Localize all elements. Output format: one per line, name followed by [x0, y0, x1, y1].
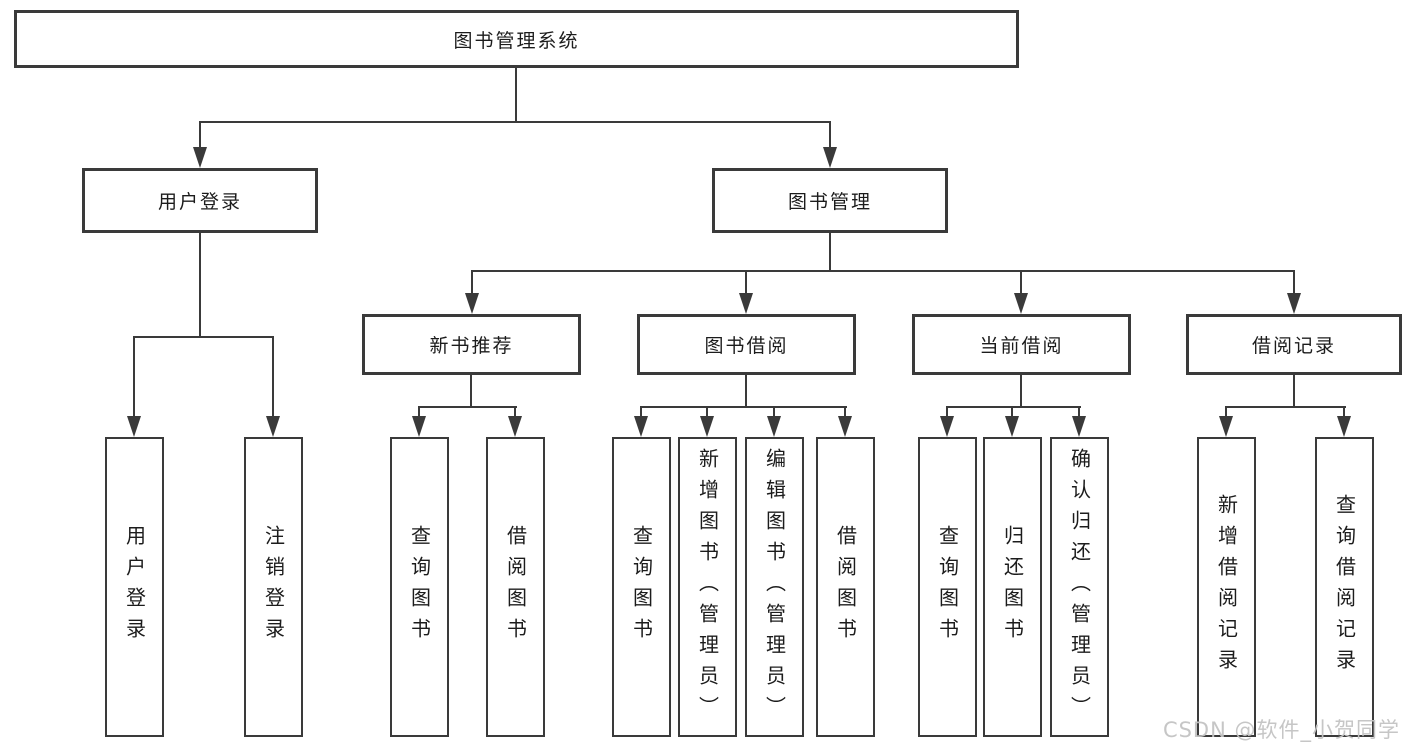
- arrowhead-down-icon: [412, 416, 426, 437]
- arrowhead-down-icon: [1014, 293, 1028, 314]
- connector-rail-new-books: [419, 406, 517, 408]
- leaf-nb-borrow-books-label: 借阅图书: [503, 525, 528, 649]
- arrowhead-down-icon: [266, 416, 280, 437]
- connector-rail-current-borrow: [946, 406, 1081, 408]
- connector-drop-leaf: [418, 406, 420, 418]
- arrowhead-down-icon: [1219, 416, 1233, 437]
- arrowhead-down-icon: [940, 416, 954, 437]
- arrowhead-down-icon: [1287, 293, 1301, 314]
- arrowhead-down-icon: [1337, 416, 1351, 437]
- leaf-bb-query-books-label: 查询图书: [629, 525, 654, 649]
- arrowhead-down-icon: [127, 416, 141, 437]
- leaf-br-query-record: 查询借阅记录: [1315, 437, 1374, 737]
- connector-rail-borrow-records: [1226, 406, 1346, 408]
- node-borrow-records: 借阅记录: [1186, 314, 1402, 375]
- leaf-user-login-label: 用户登录: [122, 525, 147, 649]
- node-root-library-system: 图书管理系统: [14, 10, 1019, 68]
- connector-borrow-records-stem: [1293, 375, 1295, 408]
- connector-root-stem: [515, 66, 517, 123]
- connector-drop-current-borrow: [1020, 270, 1022, 295]
- connector-drop-leaf: [773, 406, 775, 418]
- connector-drop-leaf: [514, 406, 516, 418]
- connector-drop-user-login: [199, 121, 201, 149]
- leaf-bb-borrow-books: 借阅图书: [816, 437, 875, 737]
- node-book-management: 图书管理: [712, 168, 948, 233]
- connector-rail-level2: [199, 121, 831, 123]
- connector-drop-leaf: [1343, 406, 1345, 418]
- connector-user-login-stem: [199, 233, 201, 338]
- connector-drop-leaf: [272, 336, 274, 416]
- connector-drop-leaf: [946, 406, 948, 418]
- leaf-cb-confirm-return-admin: 确认归还（管理员）: [1050, 437, 1109, 737]
- connector-rail-level3: [471, 270, 1295, 272]
- connector-drop-book-borrow: [745, 270, 747, 295]
- csdn-watermark: CSDN @软件_小贺同学: [1162, 718, 1400, 742]
- connector-rail-user-login: [134, 336, 274, 338]
- arrowhead-down-icon: [508, 416, 522, 437]
- leaf-bb-add-books-admin-label: 新增图书（管理员）: [695, 447, 720, 727]
- leaf-logout-label: 注销登录: [261, 525, 286, 649]
- connector-drop-leaf: [844, 406, 846, 418]
- connector-drop-borrow-records: [1293, 270, 1295, 295]
- leaf-bb-borrow-books-label: 借阅图书: [833, 525, 858, 649]
- arrowhead-down-icon: [838, 416, 852, 437]
- leaf-cb-return-books-label: 归还图书: [1000, 525, 1025, 649]
- connector-drop-leaf: [1011, 406, 1013, 418]
- leaf-nb-borrow-books: 借阅图书: [486, 437, 545, 737]
- arrowhead-down-icon: [700, 416, 714, 437]
- leaf-bb-query-books: 查询图书: [612, 437, 671, 737]
- arrowhead-down-icon: [465, 293, 479, 314]
- node-new-book-recommend: 新书推荐: [362, 314, 581, 375]
- leaf-nb-query-books-label: 查询图书: [407, 525, 432, 649]
- leaf-nb-query-books: 查询图书: [390, 437, 449, 737]
- leaf-br-add-record: 新增借阅记录: [1197, 437, 1256, 737]
- connector-drop-new-books: [471, 270, 473, 295]
- arrowhead-down-icon: [1005, 416, 1019, 437]
- connector-drop-leaf: [1078, 406, 1080, 418]
- arrowhead-down-icon: [823, 147, 837, 168]
- arrowhead-down-icon: [767, 416, 781, 437]
- leaf-cb-return-books: 归还图书: [983, 437, 1042, 737]
- node-book-borrowing: 图书借阅: [637, 314, 856, 375]
- leaf-cb-confirm-return-admin-label: 确认归还（管理员）: [1067, 447, 1092, 727]
- leaf-cb-query-books-label: 查询图书: [935, 525, 960, 649]
- node-current-borrowing: 当前借阅: [912, 314, 1131, 375]
- node-user-login: 用户登录: [82, 168, 318, 233]
- leaf-cb-query-books: 查询图书: [918, 437, 977, 737]
- connector-drop-leaf: [640, 406, 642, 418]
- leaf-bb-edit-books-admin-label: 编辑图书（管理员）: [762, 447, 787, 727]
- arrowhead-down-icon: [193, 147, 207, 168]
- leaf-br-add-record-label: 新增借阅记录: [1214, 494, 1239, 680]
- arrowhead-down-icon: [739, 293, 753, 314]
- connector-drop-leaf: [706, 406, 708, 418]
- connector-book-mgmt-stem: [829, 233, 831, 272]
- connector-new-books-stem: [470, 375, 472, 408]
- connector-drop-book-mgmt: [829, 121, 831, 149]
- leaf-br-query-record-label: 查询借阅记录: [1332, 494, 1357, 680]
- leaf-user-login: 用户登录: [105, 437, 164, 737]
- arrowhead-down-icon: [634, 416, 648, 437]
- leaf-bb-add-books-admin: 新增图书（管理员）: [678, 437, 737, 737]
- connector-rail-book-borrow: [641, 406, 847, 408]
- connector-book-borrow-stem: [745, 375, 747, 408]
- connector-current-borrow-stem: [1020, 375, 1022, 408]
- arrowhead-down-icon: [1072, 416, 1086, 437]
- leaf-logout: 注销登录: [244, 437, 303, 737]
- connector-drop-leaf: [133, 336, 135, 416]
- leaf-bb-edit-books-admin: 编辑图书（管理员）: [745, 437, 804, 737]
- connector-drop-leaf: [1225, 406, 1227, 418]
